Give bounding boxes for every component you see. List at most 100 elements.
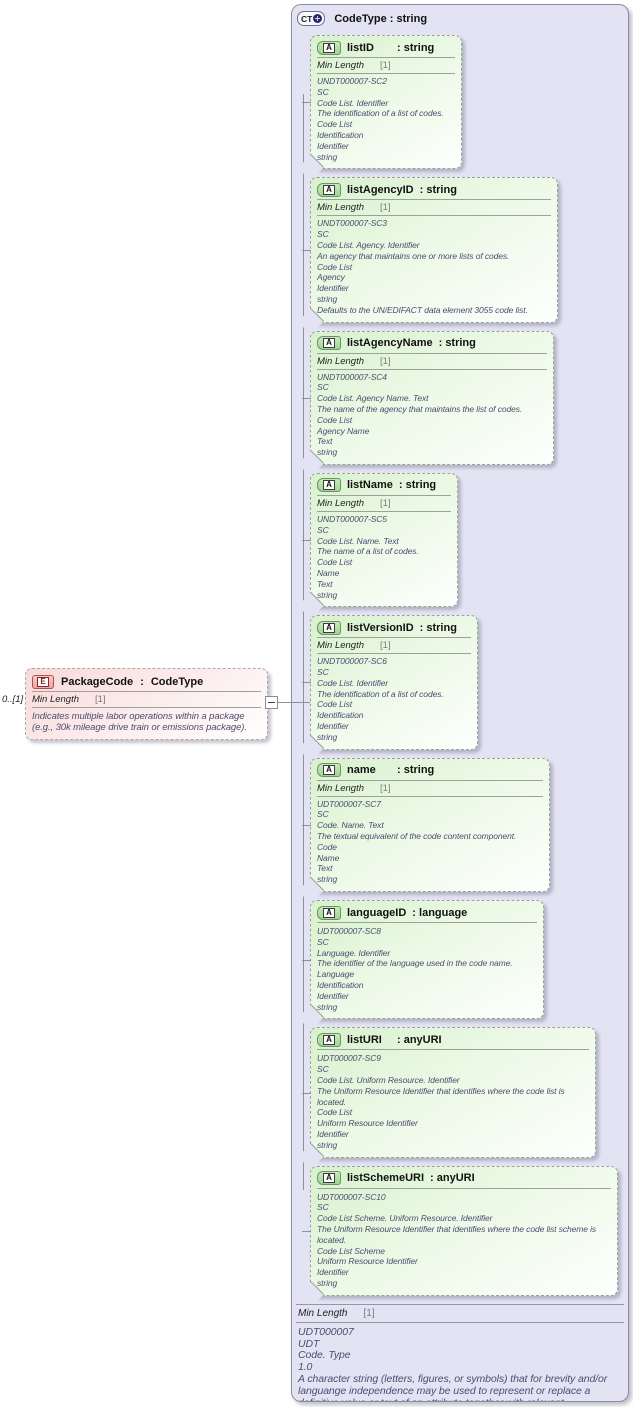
attribute-icon: A	[317, 620, 341, 635]
attribute-name-label: listVersionID	[347, 621, 414, 634]
attribute-title: A listURI : anyURI	[317, 1032, 589, 1047]
annotation-line: string	[317, 731, 338, 742]
element-name-label: PackageCode	[61, 675, 134, 688]
attribute-title: A listVersionID : string	[317, 620, 471, 635]
annotation-line: The name of a list of codes.	[317, 546, 419, 557]
annotation-line: string	[317, 589, 338, 600]
element-packagecode[interactable]: E PackageCode : CodeType Min Length [1] …	[25, 668, 268, 740]
annotation-line: Identification	[317, 980, 364, 991]
attribute-listName[interactable]: A listName : string Min Length [1] UNDT0…	[302, 472, 458, 608]
facet-name: Min Length	[317, 202, 365, 214]
annotation-line: string	[317, 151, 338, 162]
annotation-line: UNDT000007-SC2	[317, 76, 387, 86]
attribute-title: A listAgencyName : string	[317, 336, 547, 351]
annotation-line: Agency Name	[317, 425, 370, 436]
annotation-line: SC	[317, 1064, 329, 1075]
attribute-icon-letter: A	[323, 480, 335, 491]
attribute-type-label: : anyURI	[397, 1033, 442, 1046]
annotation-line: UDT000007	[298, 1325, 354, 1338]
attribute-facet-row: Min Length [1]	[317, 352, 547, 370]
attribute-icon-letter: A	[323, 338, 335, 349]
minus-icon	[268, 702, 275, 703]
attribute-type-label: : string	[419, 621, 457, 634]
codetype-facet-row: Min Length [1]	[296, 1303, 624, 1323]
annotation-line: Code List	[317, 699, 353, 710]
attribute-facet-row: Min Length [1]	[317, 57, 455, 74]
annotation-line: Identifier	[317, 1267, 349, 1278]
attribute-facet-row: Min Length [1]	[317, 199, 551, 217]
attribute-icon-letter: A	[323, 622, 335, 633]
codetype-base-label: string	[396, 12, 428, 25]
facet-name: Min Length	[317, 782, 365, 794]
annotation-line: string	[317, 447, 338, 458]
attribute-icon: A	[317, 336, 341, 351]
attribute-icon: A	[317, 40, 341, 55]
annotation-line: The Uniform Resource Identifier that ide…	[317, 1223, 597, 1245]
attribute-name-label: listSchemeURI	[347, 1172, 425, 1185]
attribute-list: A listID : string Min Length [1] UNDT000…	[302, 35, 628, 1296]
annotation-line: Identification	[317, 710, 364, 721]
annotation-line: An agency that maintains one or more lis…	[317, 250, 510, 261]
attribute-name-label: listID	[347, 41, 374, 54]
attribute-listVersionID[interactable]: A listVersionID : string Min Length [1] …	[302, 615, 478, 750]
attribute-title: A languageID : language	[317, 905, 537, 920]
connector-line	[267, 702, 310, 703]
facet-name: Min Length	[317, 497, 365, 509]
collapse-toggle[interactable]	[265, 696, 278, 709]
annotation-line: The name of the agency that maintains th…	[317, 403, 523, 414]
annotation-line: Name	[317, 852, 340, 863]
attribute-type-label: : string	[398, 479, 437, 492]
attribute-title: A listName : string	[317, 478, 451, 493]
annotation-line: UDT	[298, 1337, 320, 1350]
codetype-box[interactable]: CT CodeType : string A listID : string M…	[291, 4, 629, 1402]
annotation-line: SC	[317, 86, 329, 97]
attribute-listID[interactable]: A listID : string Min Length [1] UNDT000…	[302, 35, 462, 170]
annotation-line: Code List Scheme. Uniform Resource. Iden…	[317, 1213, 493, 1224]
facet-cardinality: [1]	[380, 60, 391, 71]
element-icon-letter: E	[37, 676, 49, 687]
attribute-icon-letter: A	[323, 907, 335, 918]
facet-name: Min Length	[32, 694, 80, 705]
annotation-line: The identification of a list of codes.	[317, 108, 444, 119]
annotation-line: Identifier	[317, 721, 349, 732]
attribute-icon-letter: A	[323, 1173, 335, 1184]
annotation-line: Code List Scheme	[317, 1245, 385, 1256]
facet-name: Min Length	[317, 355, 365, 367]
attribute-type-label: : string	[397, 41, 435, 54]
annotation-line: Code List	[317, 261, 353, 272]
annotation-line: string	[317, 1001, 338, 1012]
attribute-facet-row: Min Length [1]	[317, 637, 471, 655]
annotation-line: Text	[317, 436, 333, 447]
attribute-listAgencyName[interactable]: A listAgencyName : string Min Length [1]…	[302, 330, 554, 465]
attribute-icon-letter: A	[323, 42, 335, 53]
annotation-line: The Uniform Resource Identifier that ide…	[317, 1085, 565, 1107]
annotation-line: UDT000007-SC9	[317, 1053, 381, 1064]
annotation-line: SC	[317, 382, 329, 393]
attribute-title: A listAgencyID : string	[317, 182, 551, 197]
annotation-line: UDT000007-SC7	[317, 798, 381, 809]
annotation-line: string	[317, 293, 338, 304]
codetype-header: CT CodeType : string	[292, 10, 628, 27]
annotation-line: SC	[317, 524, 329, 535]
attribute-icon-letter: A	[323, 184, 335, 195]
element-separator: :	[140, 675, 144, 688]
annotation-line: Uniform Resource Identifier	[317, 1256, 418, 1267]
annotation-line: Code List	[317, 557, 353, 568]
attribute-name[interactable]: A name : string Min Length [1] UDT000007…	[302, 757, 550, 893]
annotation-line: Identification	[317, 129, 364, 140]
annotation-line: SC	[317, 936, 329, 947]
annotation-line: Language	[317, 969, 355, 980]
attribute-icon-letter: A	[323, 1034, 335, 1045]
attribute-facet-row: Min Length [1]	[317, 494, 451, 512]
attribute-listAgencyID[interactable]: A listAgencyID : string Min Length [1] U…	[302, 177, 558, 323]
